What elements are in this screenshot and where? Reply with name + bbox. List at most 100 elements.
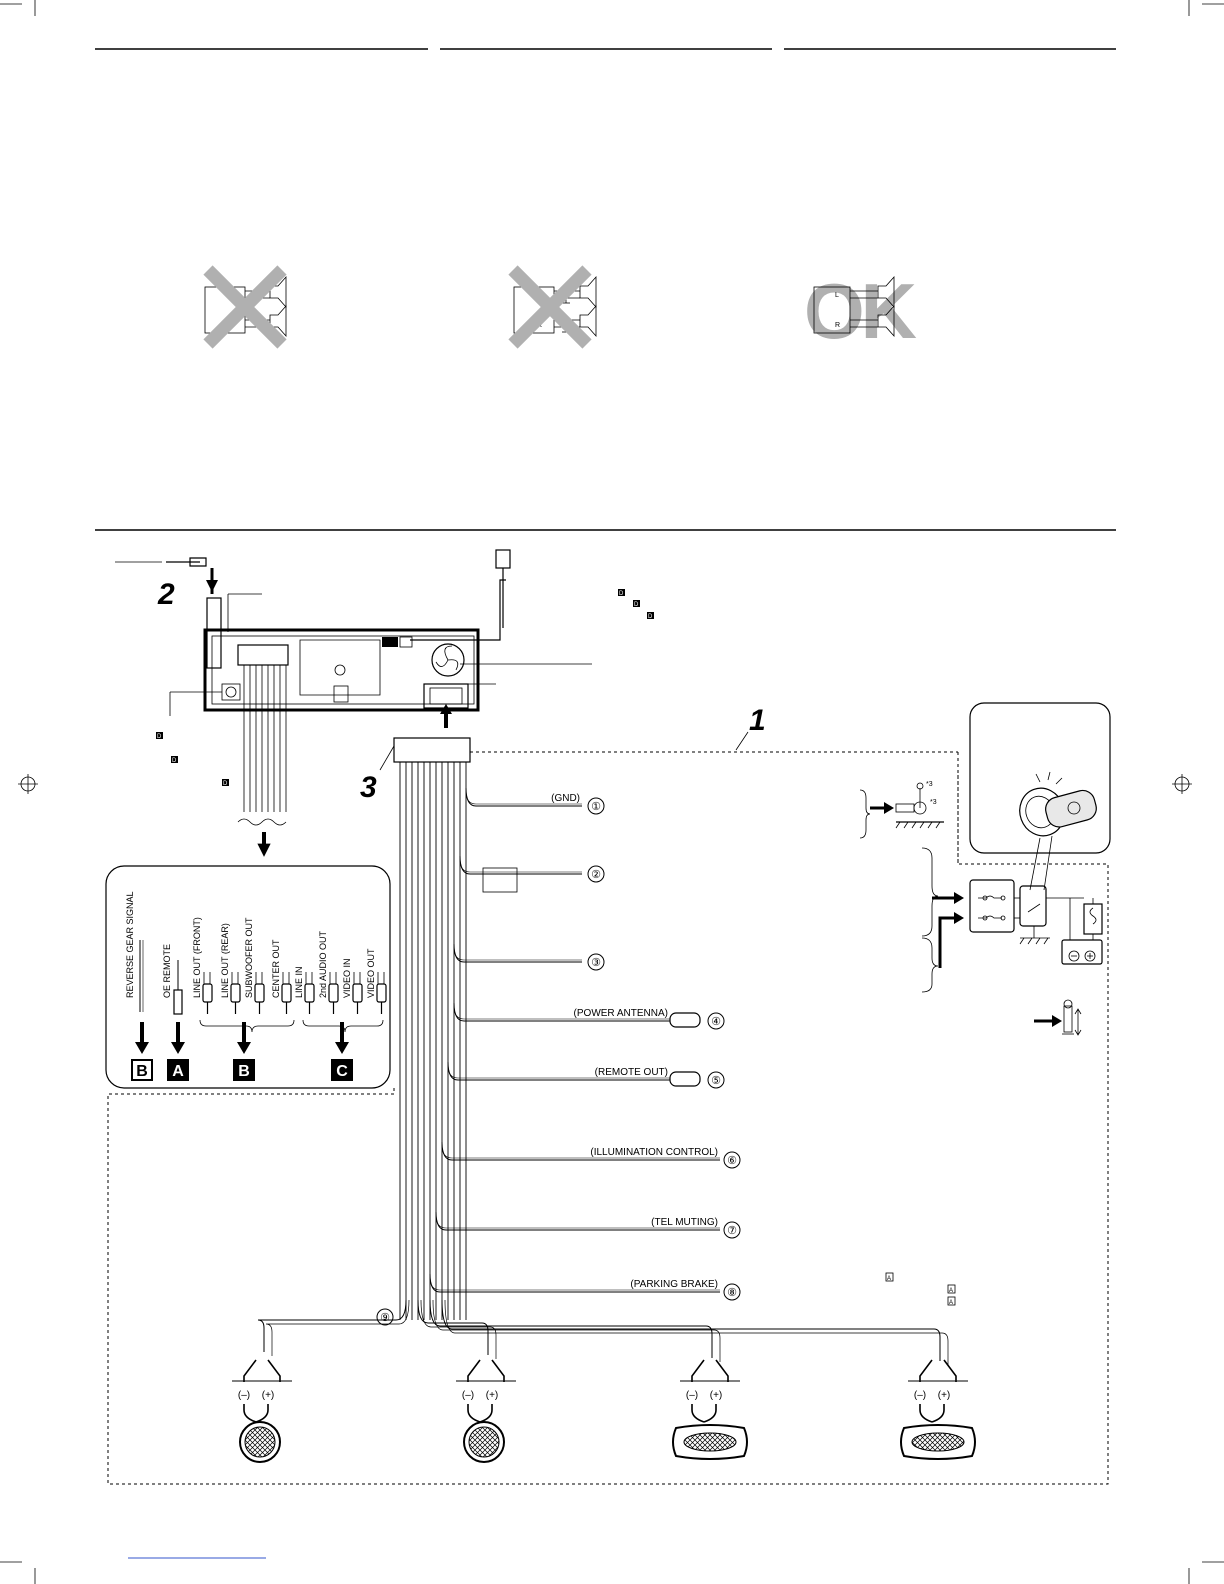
note-star-3: *3 bbox=[930, 799, 937, 806]
rca-cable-label: SUBWOOFER OUT bbox=[244, 917, 254, 998]
speaker-lead bbox=[467, 1359, 505, 1382]
speaker-grille bbox=[244, 1426, 276, 1458]
speaker-plus-label: (+) bbox=[262, 1390, 275, 1401]
wire-number: ⑦ bbox=[727, 1225, 737, 1237]
rca-cable-label: REVERSE GEAR SIGNAL bbox=[125, 891, 135, 998]
rca-cable bbox=[282, 972, 290, 984]
ignition-inset bbox=[969, 702, 1111, 891]
arrow-head-icon bbox=[135, 1042, 149, 1054]
wire-number-circle bbox=[587, 865, 605, 883]
speaker-lead bbox=[919, 1359, 957, 1382]
wire-branch bbox=[459, 855, 582, 875]
connection-group-box bbox=[131, 1059, 153, 1081]
cross-mark-icon bbox=[508, 265, 592, 349]
terminal-icon bbox=[669, 1071, 701, 1087]
speaker-lead bbox=[919, 1404, 945, 1423]
speaker-lead bbox=[441, 1299, 941, 1361]
wire-number: ⑧ bbox=[727, 1287, 737, 1299]
callout-1: 1 bbox=[749, 704, 766, 737]
note-markers: D D D D D D A A A bbox=[156, 589, 956, 1306]
speaker-lead bbox=[691, 1404, 717, 1423]
note-star-3: *3 bbox=[926, 781, 933, 788]
rca-plug-icon bbox=[352, 983, 363, 1003]
rca-cable-label: VIDEO IN bbox=[342, 958, 352, 998]
rca-plug-icon bbox=[254, 983, 265, 1003]
speaker-example-wrong-2: L R bbox=[508, 265, 597, 349]
speaker-example-wrong-1: L R bbox=[203, 265, 287, 349]
rca-cable bbox=[377, 972, 385, 984]
wire-number-circle bbox=[723, 1151, 741, 1169]
speaker-lead bbox=[243, 1359, 281, 1382]
connection-group-letter: B bbox=[136, 1063, 148, 1080]
wire-number-circle bbox=[723, 1283, 741, 1301]
speaker-plus-label: (+) bbox=[486, 1390, 499, 1401]
rca-plug-icon bbox=[304, 983, 315, 1003]
channel-label-left: L bbox=[835, 292, 839, 299]
wire-label: (REMOTE OUT) bbox=[595, 1067, 668, 1078]
rca-cable-label: LINE OUT (FRONT) bbox=[192, 917, 202, 998]
wire-label: (ILLUMINATION CONTROL) bbox=[590, 1147, 718, 1158]
connection-group-letter: B bbox=[238, 1063, 250, 1080]
ok-mark: OK bbox=[804, 267, 917, 355]
note-marker-a: A bbox=[887, 1276, 891, 1282]
wire-number: ③ bbox=[591, 957, 601, 969]
wire-number-circle bbox=[587, 797, 605, 815]
rca-cable bbox=[255, 972, 263, 984]
ignition-key-icon bbox=[1019, 771, 1097, 837]
rca-cable-label: 2nd AUDIO OUT bbox=[318, 930, 328, 998]
speaker-minus-label: (–) bbox=[238, 1390, 250, 1401]
speaker-lead bbox=[432, 1299, 721, 1362]
rca-cable bbox=[231, 972, 239, 984]
wire-number: ② bbox=[591, 869, 601, 881]
wire-number-circle bbox=[707, 1012, 725, 1030]
rca-cable bbox=[305, 972, 313, 984]
rca-cable bbox=[353, 972, 361, 984]
callout-3: 3 bbox=[360, 771, 377, 804]
wire-branch bbox=[453, 1005, 670, 1020]
connection-group-letter: A bbox=[172, 1063, 184, 1080]
speaker-grille bbox=[468, 1426, 500, 1458]
antenna-motor-icon bbox=[1034, 999, 1082, 1036]
wire-branch bbox=[447, 1064, 670, 1079]
wire-number-circle bbox=[587, 953, 605, 971]
speaker-lead bbox=[429, 1299, 713, 1358]
connection-group-letter: C bbox=[336, 1063, 348, 1080]
rca-harness bbox=[237, 665, 287, 857]
rca-plug-icon bbox=[230, 983, 241, 1003]
speaker-minus-label: (–) bbox=[914, 1390, 926, 1401]
connection-group-box bbox=[167, 1059, 189, 1081]
rca-cable-label: LINE OUT (REAR) bbox=[220, 923, 230, 998]
note-marker-a: A bbox=[949, 1300, 953, 1306]
wire-number: ⑨ bbox=[380, 1312, 390, 1324]
wire-label: (TEL MUTING) bbox=[651, 1217, 718, 1228]
note-marker-d: D bbox=[634, 602, 639, 608]
arrow-head-icon bbox=[237, 1042, 251, 1054]
wire-number-circle bbox=[376, 1308, 394, 1326]
fan-icon bbox=[431, 643, 465, 677]
wire-number: ④ bbox=[711, 1016, 721, 1028]
wire-branch bbox=[465, 790, 582, 805]
wire-branch bbox=[435, 1214, 720, 1229]
speaker-example-ok: OK L R bbox=[804, 267, 921, 355]
wire-number: ① bbox=[591, 801, 601, 813]
note-marker-d: D bbox=[223, 781, 228, 787]
wire-label: (PARKING BRAKE) bbox=[630, 1279, 718, 1290]
wire-number: ⑤ bbox=[711, 1075, 721, 1087]
speaker-lead bbox=[417, 1299, 489, 1355]
connection-group-box bbox=[331, 1059, 353, 1081]
speaker-lead bbox=[444, 1299, 949, 1365]
arrow-head-icon bbox=[171, 1042, 185, 1054]
fuse-battery-circuit bbox=[921, 847, 1103, 993]
rca-cable bbox=[203, 972, 211, 984]
rca-plug-icon bbox=[202, 983, 213, 1003]
wire-label: (POWER ANTENNA) bbox=[574, 1008, 668, 1019]
speaker-lead bbox=[691, 1359, 729, 1382]
note-marker-d: D bbox=[157, 734, 162, 740]
wire-number-circle bbox=[707, 1071, 725, 1089]
speaker-grille bbox=[683, 1432, 737, 1452]
wire-branch bbox=[453, 946, 582, 961]
note-marker-a: A bbox=[949, 1288, 953, 1294]
